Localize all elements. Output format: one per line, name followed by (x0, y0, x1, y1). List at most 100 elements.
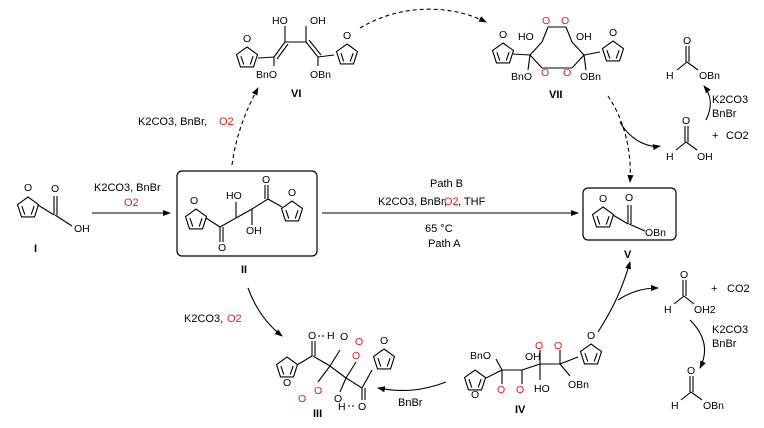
svg-text:OBn: OBn (310, 69, 331, 81)
svg-text:O: O (687, 365, 695, 377)
svg-text:OBn: OBn (645, 227, 666, 239)
compound-II-box (176, 170, 318, 257)
svg-text:OBn: OBn (699, 70, 720, 82)
formaldehyde-hydrate: O H OH2 + CO2 (664, 269, 750, 316)
svg-text:+: + (711, 283, 717, 295)
furan-oxygen: O (24, 182, 32, 194)
carbonyl-oxygen: O (51, 183, 59, 195)
svg-text:O: O (243, 33, 251, 45)
svg-text:O: O (190, 195, 198, 207)
svg-text:O: O (563, 67, 571, 79)
compound-label-V: V (624, 249, 632, 261)
reagent-bottom-line2: BnBr (712, 338, 737, 350)
svg-text:OBn: OBn (703, 400, 724, 412)
svg-text:O: O (288, 187, 296, 199)
compound-label-IV: IV (515, 404, 526, 416)
svg-text:HO: HO (518, 31, 534, 43)
svg-text:O: O (609, 27, 617, 39)
svg-text:H: H (664, 304, 672, 316)
svg-text:H: H (666, 70, 674, 82)
co2-bottom: CO2 (727, 283, 750, 295)
reagent-top-line2: BnBr (712, 108, 737, 120)
svg-text:O: O (298, 393, 306, 405)
svg-text:OBn: OBn (568, 379, 589, 391)
svg-text:O: O (625, 192, 633, 204)
benzyl-formate-bottom: O H OBn (671, 365, 724, 412)
svg-text:O: O (682, 115, 690, 127)
svg-text:OH2: OH2 (694, 304, 716, 316)
svg-text:BnO: BnO (256, 69, 277, 81)
svg-text:O: O (358, 401, 366, 413)
compound-VII: O O O O O HO OH BnO OBn O VII (491, 15, 625, 101)
svg-text:O: O (554, 340, 562, 352)
svg-text:O: O (587, 330, 595, 342)
svg-text:+: + (712, 130, 718, 142)
arrow-formic-to-benzyl-top (703, 85, 711, 121)
compound-II: O O HO OH O O II (176, 170, 318, 276)
svg-text:OH: OH (576, 31, 592, 43)
svg-text:O: O (308, 330, 316, 342)
svg-text:HO: HO (534, 383, 550, 395)
svg-text:O: O (343, 30, 351, 42)
svg-text:BnO: BnO (511, 71, 532, 83)
svg-text:O: O (283, 377, 291, 389)
svg-text:O: O (497, 384, 505, 396)
svg-text:O: O (471, 389, 479, 401)
svg-text:O: O (334, 393, 342, 405)
benzyl-formate-top: O H OBn (666, 35, 720, 82)
path-b-label: Path B (430, 178, 463, 190)
svg-text:OH: OH (697, 151, 713, 163)
arrow-II-to-III (247, 287, 283, 337)
reagent-top-line1: K2CO3 (712, 94, 748, 106)
svg-text:O: O (599, 193, 607, 205)
svg-text:O: O (262, 174, 270, 186)
svg-text:O: O (380, 335, 388, 347)
arrow-formaldehyde-to-benzyl-bottom (689, 319, 706, 369)
svg-text:O: O (352, 350, 360, 362)
compound-label-I: I (34, 243, 37, 255)
svg-text:O: O (683, 35, 691, 47)
oxygen-I-to-II: O2 (124, 197, 139, 209)
svg-text:OH: OH (310, 15, 326, 27)
arrow-VII-to-V (607, 95, 634, 183)
co2-top: CO2 (726, 130, 749, 142)
arrow-IV-to-formaldehyde (617, 285, 659, 301)
compound-label-II: II (241, 264, 247, 276)
svg-text:O: O (516, 384, 524, 396)
reagent-IV-to-III: BnBr (398, 397, 423, 409)
arrow-II-to-VI (231, 87, 259, 166)
svg-text:O: O (561, 15, 569, 27)
oxygen-II-to-VI: O2 (219, 116, 234, 128)
reagent-I-to-II: K2CO3, BnBr (94, 182, 161, 194)
svg-text:O: O (541, 67, 549, 79)
solvent-II-to-V: , THF (458, 196, 486, 208)
svg-text:O: O (314, 385, 322, 397)
svg-text:OH: OH (246, 225, 262, 237)
svg-text:H: H (666, 151, 674, 163)
compound-label-VI: VI (291, 88, 301, 100)
svg-text:O: O (535, 340, 543, 352)
svg-text:H: H (338, 401, 346, 413)
svg-text:O: O (680, 269, 688, 281)
svg-text:O: O (218, 242, 226, 254)
arrow-IV-to-III (377, 381, 447, 393)
path-a-label: Path A (428, 238, 461, 250)
svg-text:BnO: BnO (470, 350, 491, 362)
compound-I: O O OH I (16, 182, 90, 255)
svg-text:HO: HO (272, 15, 288, 27)
arrow-VII-to-formic (619, 121, 661, 151)
svg-text:H: H (671, 400, 679, 412)
svg-text:O: O (542, 15, 550, 27)
svg-text:O: O (355, 336, 363, 348)
compound-label-VII: VII (549, 89, 562, 101)
compound-V-box (582, 187, 677, 241)
oxygen-II-to-III: O2 (227, 313, 242, 325)
reagents-II-to-V: K2CO3, BnBr, (378, 196, 447, 208)
compound-VI: O HO OH BnO OBn O VI (235, 15, 359, 100)
compound-III: O O H O O O O O O H O O III (275, 330, 396, 420)
arrow-VI-to-VII (359, 8, 487, 29)
svg-text:O: O (499, 29, 507, 41)
hydroxyl: OH (74, 223, 90, 235)
reagents-II-to-VI: K2CO3, BnBr, (138, 116, 207, 128)
